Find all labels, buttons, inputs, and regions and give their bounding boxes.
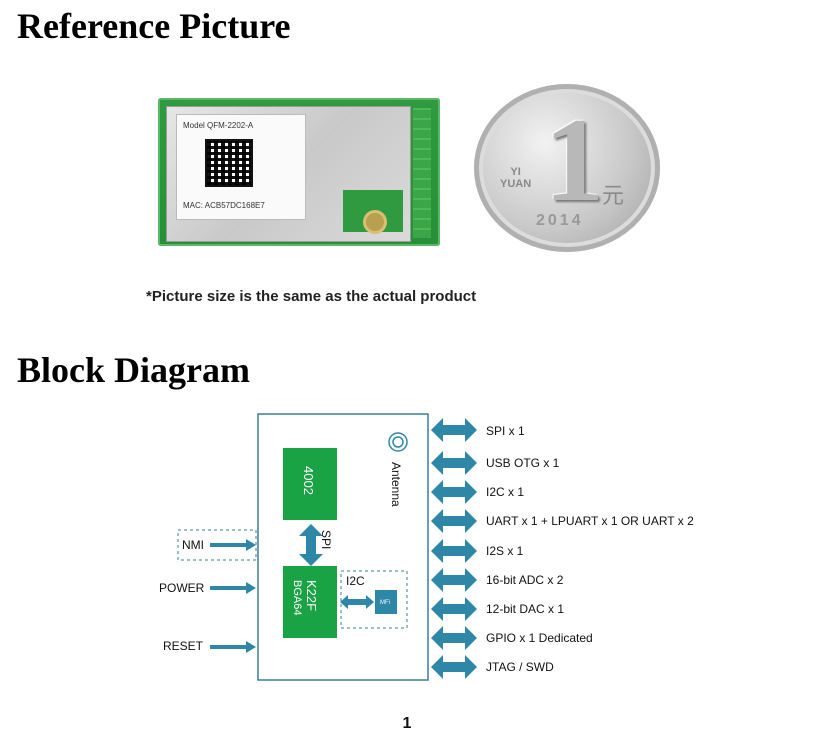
antenna-label: Antenna: [389, 462, 403, 507]
coin-yi: YI: [510, 166, 521, 178]
input-nmi-label: NMI: [182, 538, 204, 552]
coin-yi-yuan: YI YUAN: [500, 166, 531, 190]
input-reset-arrow: [210, 641, 256, 653]
interface-list: SPI x 1 USB OTG x 1 I2C x 1 UART x 1 + L…: [431, 418, 694, 679]
interface-label: USB OTG x 1: [486, 456, 560, 470]
coin-year: 2014: [536, 212, 584, 229]
i2c-link-arrow: [340, 595, 374, 609]
antenna-icon: [388, 432, 408, 452]
interface-label: SPI x 1: [486, 424, 525, 438]
interface-label: JTAG / SWD: [486, 660, 554, 674]
mfi-label: MFi: [380, 600, 390, 606]
mfi-group: [340, 570, 408, 629]
mfi-chip: [375, 590, 397, 614]
chip-bga64-label: BGA64: [291, 580, 303, 615]
input-power-arrow: [210, 582, 256, 594]
coin-numeral: 1: [544, 93, 604, 226]
spi-link-arrow: [299, 524, 323, 566]
input-power-label: POWER: [159, 581, 205, 595]
page-number: 1: [402, 715, 412, 732]
coin-yuan-word: YUAN: [500, 178, 532, 190]
mac-label: MAC: ACB57DC168E7: [183, 201, 265, 210]
model-label: Model QFM-2202-A: [183, 121, 254, 130]
interface-label: UART x 1 + LPUART x 1 OR UART x 2: [486, 514, 694, 528]
block-diagram-heading: Block Diagram: [17, 350, 250, 390]
spi-link-label: SPI: [319, 530, 333, 549]
module-label-sticker: Model QFM-2202-A MAC: ACB57DC168E7: [176, 114, 306, 220]
input-reset-label: RESET: [163, 639, 204, 653]
interface-arrow: [431, 626, 477, 650]
i2c-link-label: I2C: [346, 574, 365, 588]
chip-k22f: [283, 566, 337, 638]
reference-picture-heading: Reference Picture: [17, 6, 291, 46]
antenna-connector-icon: [363, 210, 387, 234]
interface-label: I2C x 1: [486, 485, 524, 499]
interface-arrow: [431, 509, 477, 533]
pcb-antenna-trace: [413, 108, 431, 238]
interface-arrow: [431, 418, 477, 442]
picture-caption: *Picture size is the same as the actual …: [146, 288, 477, 305]
interface-arrow: [431, 480, 477, 504]
interface-label: GPIO x 1 Dedicated: [486, 631, 593, 645]
qr-code-icon: [205, 139, 253, 187]
input-nmi-arrow: [210, 539, 256, 551]
chip-4002: [283, 448, 337, 520]
chip-k22f-label: K22F: [304, 580, 319, 611]
interface-label: 16-bit ADC x 2: [486, 573, 564, 587]
chip-4002-label: 4002: [301, 466, 316, 495]
module-photo: Model QFM-2202-A MAC: ACB57DC168E7: [158, 98, 440, 246]
module-outline: [257, 413, 429, 681]
interface-label: 12-bit DAC x 1: [486, 602, 564, 616]
interface-arrow: [431, 451, 477, 475]
interface-arrow: [431, 568, 477, 592]
interface-arrow: [431, 539, 477, 563]
coin-yuan-char: 元: [602, 184, 625, 209]
coin-photo: 1 YI YUAN 元 2014: [474, 84, 660, 252]
interface-arrow: [431, 597, 477, 621]
nmi-group: [177, 529, 257, 561]
interface-label: I2S x 1: [486, 544, 524, 558]
interface-arrow: [431, 655, 477, 679]
